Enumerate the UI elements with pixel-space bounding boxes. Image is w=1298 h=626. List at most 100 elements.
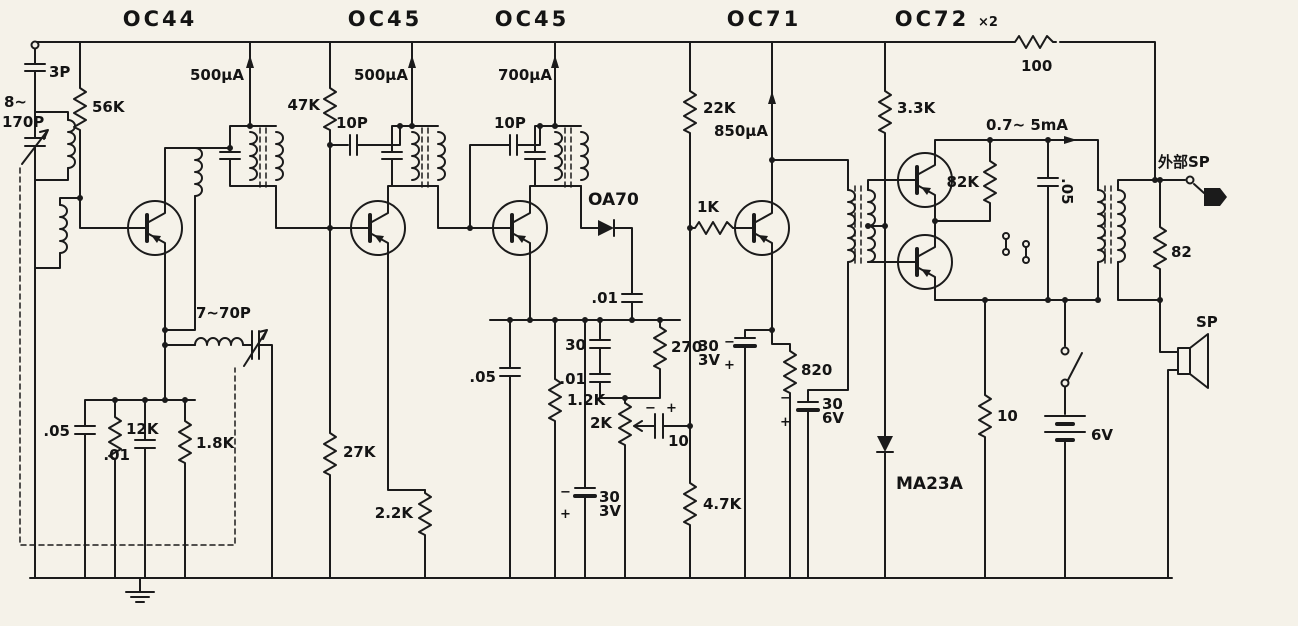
resistor-2k2 bbox=[418, 489, 432, 539]
volume-pot-2k bbox=[618, 399, 632, 449]
power-switch-lever bbox=[1067, 352, 1083, 381]
label-r3k3: 3.3K bbox=[897, 99, 937, 117]
transistor-oc72-lower bbox=[896, 233, 954, 291]
label-c30-6v-voltage: 6V bbox=[822, 409, 844, 427]
transistor-oc45-2 bbox=[491, 199, 549, 257]
resistor-82k bbox=[983, 157, 997, 207]
if2-stage: OC45 700μA 10P OA70 .01 bbox=[469, 7, 643, 321]
label-c10: 10 bbox=[668, 432, 689, 450]
current-arrow-3 bbox=[551, 55, 559, 68]
sign-minus-6v: − bbox=[780, 391, 791, 406]
oscillator-feedback-coil bbox=[194, 147, 203, 197]
if-transformer-1 bbox=[220, 126, 283, 190]
label-r27k: 27K bbox=[343, 443, 377, 461]
label-oc45-1: OC45 bbox=[348, 7, 423, 31]
speaker-icon bbox=[1177, 347, 1191, 375]
label-c01-3: .01 bbox=[559, 370, 586, 388]
label-r270: 270 bbox=[671, 338, 702, 356]
label-oa70: OA70 bbox=[588, 190, 639, 210]
transistor-oc45-1 bbox=[349, 199, 407, 257]
sign-plus-c10: + bbox=[666, 401, 677, 416]
label-osc-trimmer: 7~70P bbox=[196, 304, 251, 322]
label-r4k7: 4.7K bbox=[703, 495, 743, 513]
antenna-terminal bbox=[30, 40, 40, 50]
label-c30-3v-em-value: 30 bbox=[698, 337, 719, 355]
antenna-secondary-coil bbox=[59, 204, 68, 254]
label-c30-6v-value: 30 bbox=[822, 395, 843, 413]
converter-stage: OC44 500μA 56K 7~70P .05 12K .01 1.8K bbox=[43, 7, 353, 579]
transistor-oc44 bbox=[126, 199, 184, 257]
resistor-100 bbox=[1011, 35, 1057, 49]
label-ma23a: MA23A bbox=[896, 474, 964, 494]
junction-dots bbox=[77, 123, 1163, 429]
label-oc44: OC44 bbox=[123, 7, 198, 31]
resistor-3k3 bbox=[878, 87, 892, 137]
current-arrow-1 bbox=[246, 55, 254, 68]
label-r1k8: 1.8K bbox=[196, 434, 236, 452]
label-c3p: 3P bbox=[49, 63, 70, 81]
label-r47k: 47K bbox=[288, 96, 322, 114]
sign-minus-det: − bbox=[560, 485, 571, 500]
label-gang-low: 8~ bbox=[4, 93, 27, 111]
label-c10p-1: 10P bbox=[336, 114, 368, 132]
test-jack-3 bbox=[1022, 240, 1030, 248]
driver-transformer-core bbox=[854, 185, 862, 267]
label-battery: 6V bbox=[1091, 426, 1113, 444]
label-r820: 820 bbox=[801, 361, 832, 379]
osc-trimmer-arrow bbox=[243, 329, 268, 367]
label-r82: 82 bbox=[1171, 243, 1192, 261]
resistor-1k8 bbox=[178, 417, 192, 467]
transistor-oc72-upper bbox=[896, 151, 954, 209]
sign-minus-c10: − bbox=[645, 401, 656, 416]
output-stage: OC72 ×2 0.7~ 5mA 3.3K 82K .05 10 MA23A 6… bbox=[867, 7, 1227, 579]
output-transformer-primary bbox=[1097, 189, 1106, 263]
resistor-82 bbox=[1153, 223, 1167, 273]
label-r1k2: 1.2K bbox=[567, 391, 607, 409]
resistor-820 bbox=[783, 347, 797, 397]
label-current-1: 500μA bbox=[190, 66, 244, 84]
label-c10p-2: 10P bbox=[494, 114, 526, 132]
label-r82k: 82K bbox=[947, 173, 981, 191]
test-jack-1 bbox=[1002, 232, 1010, 240]
label-r56k: 56K bbox=[92, 98, 126, 116]
detector-network: .05 1.2K 30 .01 270 2K − + 10 − + 30 3V bbox=[469, 319, 702, 579]
label-c01-1: .01 bbox=[103, 446, 130, 464]
diode-ma23a bbox=[877, 436, 893, 452]
label-external-speaker: 外部SP bbox=[1157, 153, 1210, 171]
if-transformer-2 bbox=[382, 126, 445, 190]
resistor-10 bbox=[978, 391, 992, 441]
supply-rails: 100 bbox=[29, 35, 1173, 603]
driver-transformer-primary bbox=[847, 189, 856, 263]
resistor-1k bbox=[691, 221, 737, 235]
label-c05-1: .05 bbox=[43, 422, 70, 440]
transistor-oc71 bbox=[733, 199, 791, 257]
battery-6v bbox=[1044, 415, 1086, 433]
label-r2k2: 2.2K bbox=[375, 504, 415, 522]
speaker-cone bbox=[1189, 333, 1209, 389]
pot-wiper-arrow bbox=[633, 420, 651, 432]
label-c05-2: .05 bbox=[469, 368, 496, 386]
power-switch-contact-1 bbox=[1060, 346, 1070, 356]
test-jack-4 bbox=[1022, 256, 1030, 264]
label-r2k: 2K bbox=[590, 414, 613, 432]
label-current-5: 0.7~ 5mA bbox=[986, 116, 1068, 134]
phone-plug-icon bbox=[1204, 188, 1227, 206]
diode-oa70 bbox=[598, 220, 614, 236]
label-current-2: 500μA bbox=[354, 66, 408, 84]
driver-stage: OC71 850μA 22K 1K 4.7K 820 30 3V − + − +… bbox=[683, 7, 900, 579]
label-r12k: 12K bbox=[126, 420, 160, 438]
external-speaker-jack bbox=[1185, 175, 1195, 185]
if-transformer-3 bbox=[525, 126, 588, 190]
test-jack-2 bbox=[1002, 248, 1010, 256]
resistor-4k7 bbox=[683, 479, 697, 529]
tuner-section: 3P 8~ 170P bbox=[2, 40, 236, 579]
label-oc71: OC71 bbox=[727, 7, 802, 31]
gang-link-dashed bbox=[19, 167, 236, 546]
current-arrow-4 bbox=[768, 91, 776, 104]
label-c05-out: .05 bbox=[1058, 178, 1076, 205]
label-current-3: 700μA bbox=[498, 66, 552, 84]
output-transformer-core bbox=[1104, 185, 1112, 267]
current-arrow-5 bbox=[1064, 136, 1077, 144]
